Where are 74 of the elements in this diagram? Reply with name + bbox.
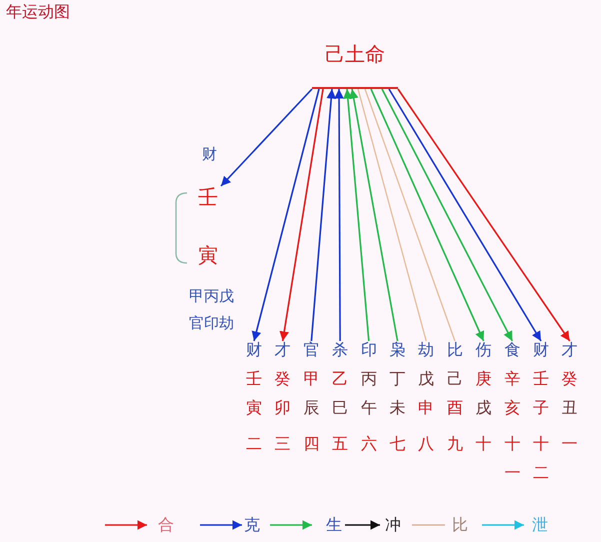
role-label: 印 [360, 342, 377, 358]
role-label: 枭 [390, 342, 406, 358]
arrow [220, 88, 313, 187]
arrow [252, 88, 320, 342]
branch-char: 丑 [562, 400, 578, 416]
pillar-char: 壬 [198, 187, 218, 207]
role-label: 财 [202, 147, 217, 162]
number-label: 三 [274, 433, 291, 455]
role-label: 食 [504, 342, 520, 358]
role-label: 官印劫 [189, 316, 234, 331]
legend-label: 合 [158, 517, 174, 533]
role-label: 官 [303, 342, 320, 358]
number-label: 十一 [504, 433, 520, 484]
stem-char: 丙 [360, 371, 377, 387]
arrow [397, 88, 570, 342]
branch-char: 午 [360, 400, 377, 416]
arrow [381, 88, 514, 342]
pillar-char: 寅 [198, 245, 218, 265]
arrow [334, 89, 344, 341]
branch-char: 申 [418, 400, 434, 416]
number-label: 九 [446, 433, 463, 455]
arrow [388, 88, 542, 342]
stem-char: 癸 [562, 371, 578, 387]
stem-char: 壬 [533, 371, 549, 387]
number-label: 六 [360, 433, 377, 455]
stem-char: 癸 [274, 371, 291, 387]
legend-label: 生 [326, 517, 342, 533]
branch-char: 未 [390, 400, 406, 416]
legend-label: 比 [452, 517, 468, 533]
stem-char: 甲 [303, 371, 320, 387]
role-label: 比 [446, 342, 463, 358]
role-label: 才 [274, 342, 291, 358]
branch-char: 巳 [332, 400, 348, 416]
legend-label: 克 [244, 517, 260, 533]
role-label: 财 [246, 342, 262, 358]
arrow [343, 88, 370, 342]
line [357, 88, 427, 342]
hidden-stems-label: 甲丙戊 [189, 289, 234, 304]
stem-char: 乙 [332, 371, 348, 387]
number-label: 十二 [533, 433, 549, 484]
line [364, 88, 456, 342]
role-label: 劫 [418, 342, 434, 358]
stem-char: 辛 [504, 371, 520, 387]
number-label: 八 [418, 433, 434, 455]
branch-char: 卯 [274, 400, 291, 416]
role-label: 财 [533, 342, 549, 358]
legend-label: 冲 [385, 517, 401, 533]
stem-char: 己 [446, 371, 463, 387]
role-label: 才 [562, 342, 578, 358]
diagram-title: 年运动图 [6, 4, 70, 20]
arrow [279, 88, 324, 342]
role-label: 伤 [476, 342, 492, 358]
number-label: 十 [476, 433, 492, 455]
number-label: 七 [390, 433, 406, 455]
number-label: 四 [303, 433, 320, 455]
branch-char: 子 [533, 400, 549, 416]
branch-char: 辰 [303, 400, 320, 416]
branch-char: 戌 [476, 400, 492, 416]
number-label: 五 [332, 433, 348, 455]
branch-char: 亥 [504, 400, 520, 416]
legend-label: 泄 [532, 517, 548, 533]
stem-char: 戊 [418, 371, 434, 387]
arrow [310, 88, 336, 342]
branch-char: 寅 [246, 400, 262, 416]
number-label: 一 [562, 433, 578, 455]
stem-char: 壬 [246, 371, 262, 387]
arrow [348, 88, 398, 342]
number-label: 二 [246, 433, 262, 455]
arrow [370, 88, 484, 342]
stem-char: 丁 [390, 371, 406, 387]
heading-text: 己土命 [324, 44, 386, 64]
branch-char: 酉 [446, 400, 463, 416]
role-label: 杀 [332, 342, 348, 358]
stem-char: 庚 [476, 371, 492, 387]
